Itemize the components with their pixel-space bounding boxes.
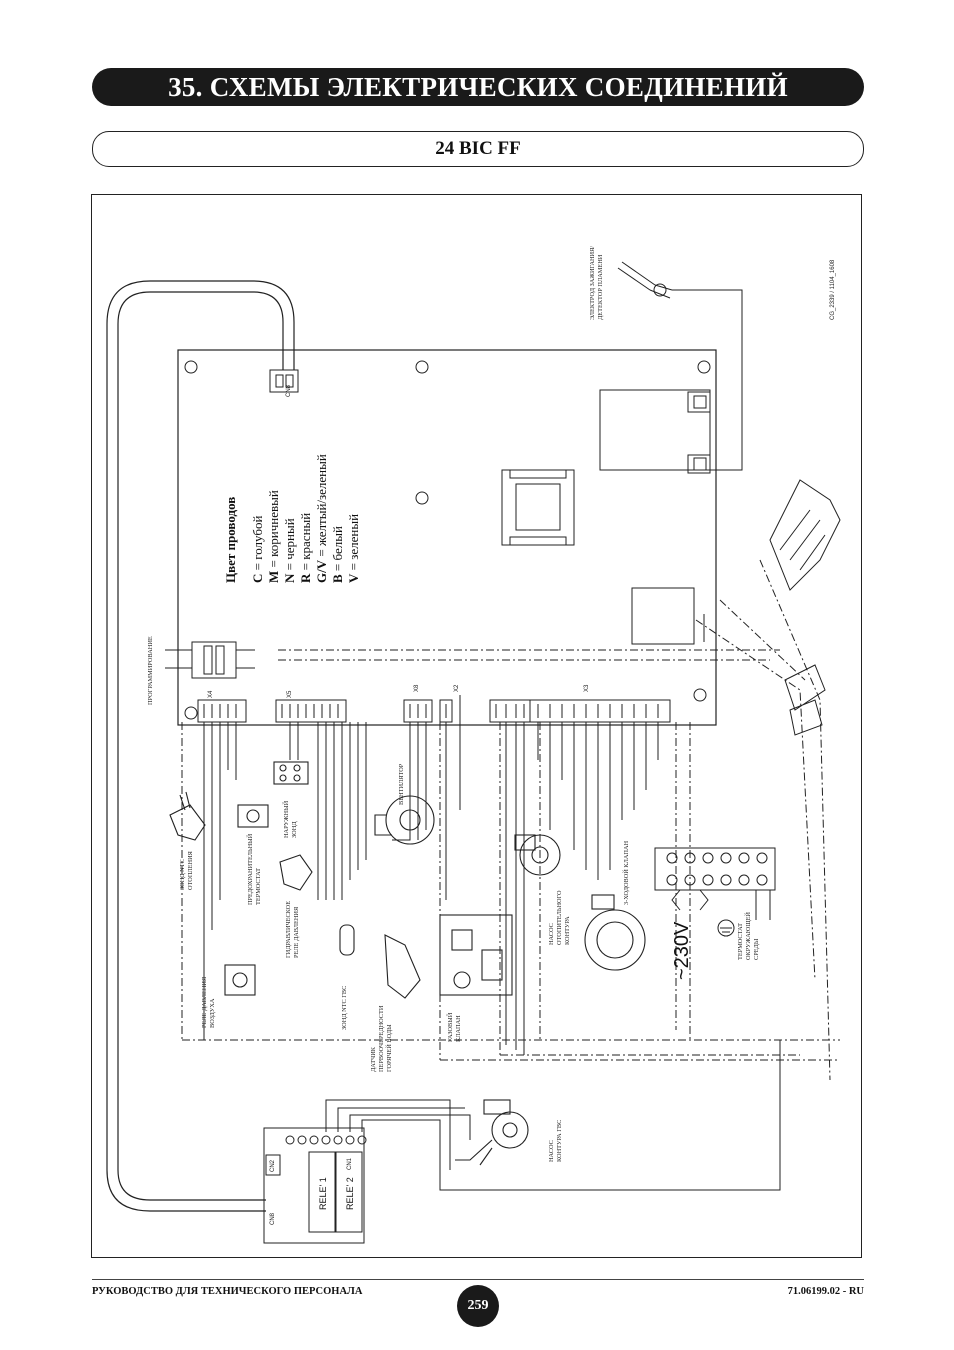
legend-title: Цвет проводов	[223, 497, 238, 583]
page-title: 35. СХЕМЫ ЭЛЕКТРИЧЕСКИХ СОЕДИНЕНИЙ	[92, 68, 864, 106]
label-flow-sensor-3: ГОРЯЧЕЙ ВОДЫ	[385, 1024, 393, 1072]
label-heating-pump-2: ОТОПИТЕЛЬНОГО	[556, 890, 563, 945]
legend-item-c: C = голубой	[250, 516, 265, 583]
footer-doc-code: 71.06199.02 - RU	[787, 1286, 864, 1297]
connector-cn8-top: CN8	[286, 384, 292, 397]
label-three-way-valve: 3-ХОДОВОЙ КЛАПАН	[622, 840, 630, 905]
diagram-labels: CG_2339 / 1104_1608 ПРОГРАММИРОВАНИЕ ЭЛЕ…	[147, 246, 836, 1225]
connector-x5: X5	[287, 690, 293, 698]
legend-item-n: N = черный	[282, 518, 297, 583]
drawing-code: CG_2339 / 1104_1608	[830, 259, 836, 320]
label-voltage: ~230V	[671, 921, 693, 980]
label-ntc-dhw: ЗОНД NTC ГВС	[341, 986, 348, 1030]
label-room-thermostat-3: СРЕДЫ	[753, 938, 760, 960]
label-safety-thermostat-2: ТЕРМОСТАТ	[255, 868, 262, 905]
footer-manual-title: РУКОВОДСТВО ДЛЯ ТЕХНИЧЕСКОГО ПЕРСОНАЛА	[92, 1286, 363, 1297]
label-dhw-pump-2: КОНТУРА ГВС	[556, 1120, 563, 1162]
label-heating-pump-1: НАСОС	[548, 923, 555, 945]
connector-cn2: CN2	[270, 1159, 276, 1172]
label-hydraulic-switch-1: ГИДРАВЛИЧЕСКОЕ	[285, 901, 292, 958]
label-outdoor-probe-2: ЗОНД	[291, 821, 298, 838]
label-outdoor-probe-1: НАРУЖНЫЙ	[282, 800, 290, 838]
connector-cn1: CN1	[347, 1157, 353, 1170]
legend-item-gv: G/V = желтый/зеленый	[314, 454, 329, 583]
connector-x8: X8	[414, 684, 420, 692]
relay-2-label: RELE' 2	[345, 1177, 355, 1210]
label-fan: ВЕНТИЛЯТОР	[398, 763, 405, 805]
label-safety-thermostat-1: ПРЕДОХРАНИТЕЛЬНЫЙ	[246, 833, 254, 905]
label-ntc-heating-2: ОТОПЛЕНИЯ	[187, 850, 194, 890]
connector-x3: X3	[584, 684, 590, 692]
label-flow-sensor-2: ПЕРВООЧЕРЕДНОСТИ	[378, 1005, 385, 1072]
legend-item-v: V = зеленый	[346, 514, 361, 583]
label-programming: ПРОГРАММИРОВАНИЕ	[147, 636, 154, 705]
connector-cn8-bottom: CN8	[270, 1212, 276, 1225]
label-gas-valve-2: КЛАПАН	[455, 1015, 462, 1042]
footer-divider	[92, 1279, 864, 1280]
label-dhw-pump-1: НАСОС	[548, 1140, 555, 1162]
legend-item-r: R = красный	[298, 513, 313, 583]
label-ntc-heating-1: ЗОНД NTC	[179, 859, 186, 890]
legend-item-m: M = коричневый	[266, 490, 281, 583]
label-air-switch-1: РЕЛЕ ДАВЛЕНИЯ	[201, 976, 208, 1028]
label-air-switch-2: ВОЗДУХА	[209, 998, 216, 1028]
label-gas-valve-1: ГАЗОВЫЙ	[446, 1012, 454, 1042]
wire-color-legend: Цвет проводов C = голубой M = коричневый…	[223, 454, 361, 583]
connector-x4: X4	[208, 690, 214, 698]
connector-x2: X2	[454, 684, 460, 692]
legend-item-b: B = белый	[330, 526, 345, 583]
label-heating-pump-3: КОНТУРА	[564, 916, 571, 945]
label-room-thermostat-1: ТЕРМОСТАТ	[737, 923, 744, 960]
label-electrode-2: ДЕТЕКТОР ПЛАМЕНИ	[597, 254, 604, 320]
model-heading: 24 BIC FF	[92, 131, 864, 167]
label-flow-sensor-1: ДАТЧИК	[370, 1046, 377, 1072]
label-electrode-1: ЭЛЕКТРОД ЗАЖИГАНИЯ/	[589, 246, 596, 320]
diagram-frame	[91, 194, 862, 1258]
page-number: 259	[457, 1285, 499, 1327]
label-hydraulic-switch-2: РЕЛЕ ДАВЛЕНИЯ	[293, 906, 300, 958]
relay-1-label: RELE' 1	[318, 1177, 328, 1210]
label-room-thermostat-2: ОКРУЖАЮЩЕЙ	[744, 912, 752, 960]
